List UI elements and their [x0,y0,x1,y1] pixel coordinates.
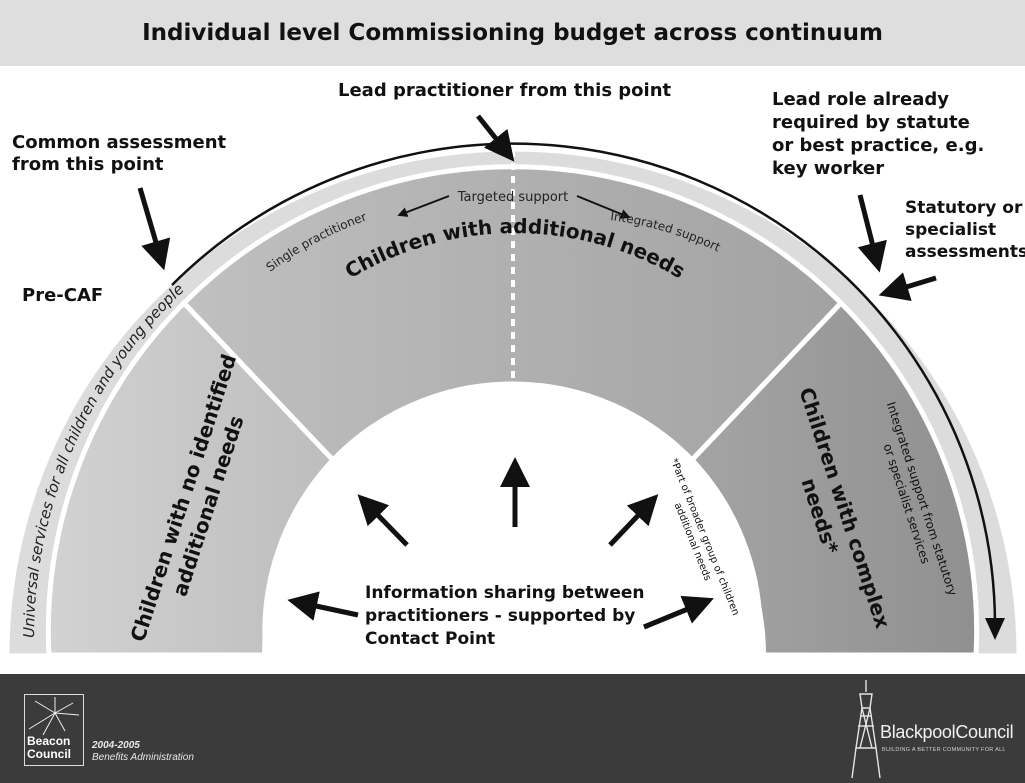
star-burst-icon [28,697,80,736]
lead-arc-line [171,142,997,629]
beacon-logo: Beacon Council [24,694,84,766]
footer: Beacon Council 2004-2005 Benefits Admini… [0,674,1025,783]
lead-role-label: Lead role already required by statute or… [772,89,985,179]
targeted-support-text: Targeted support [457,190,569,205]
common-assessment-label: Common assessment from this point [12,132,227,175]
arrow-common-assessment [137,187,171,271]
beacon-word2: Council [27,747,71,761]
arrow-single-practitioner [397,195,450,217]
center-line1: Information sharing between [365,583,645,603]
title-bar: Individual level Commissioning budget ac… [0,0,1025,66]
award-program: Benefits Administration [92,752,194,763]
arrow-center-left [287,591,359,621]
council-tagline: BUILDING A BETTER COMMUNITY FOR ALL [882,747,1006,753]
segment-complex [688,299,980,658]
segment-no-needs [45,299,337,658]
arrow-statutory [878,272,937,302]
arrow-lead-role [857,194,887,273]
arrow-center-upleft [357,494,409,547]
arrow-center-upright [608,494,659,547]
inner-circle [262,403,766,655]
arrow-integrated-support [576,195,631,219]
page-title: Individual level Commissioning budget ac… [142,20,883,46]
award-year: 2004-2005 [92,740,140,751]
continuum-diagram: Universal services for all children and … [6,114,1020,658]
beacon-word1: Beacon [27,734,71,748]
council-name: BlackpoolCouncil [880,722,1014,742]
tower-icon [851,680,881,779]
statutory-label: Statutory or specialist assessments [905,198,1025,262]
arc-arrowhead [985,618,1005,640]
arrow-lead-practitioner [476,114,515,162]
center-line2: practitioners - supported by [365,606,635,626]
lead-practitioner-label: Lead practitioner from this point [338,80,672,101]
pre-caf-label: Pre-CAF [22,285,104,306]
center-line3: Contact Point [365,629,495,649]
segment-additional [180,164,845,464]
arrow-center-right [643,595,714,630]
